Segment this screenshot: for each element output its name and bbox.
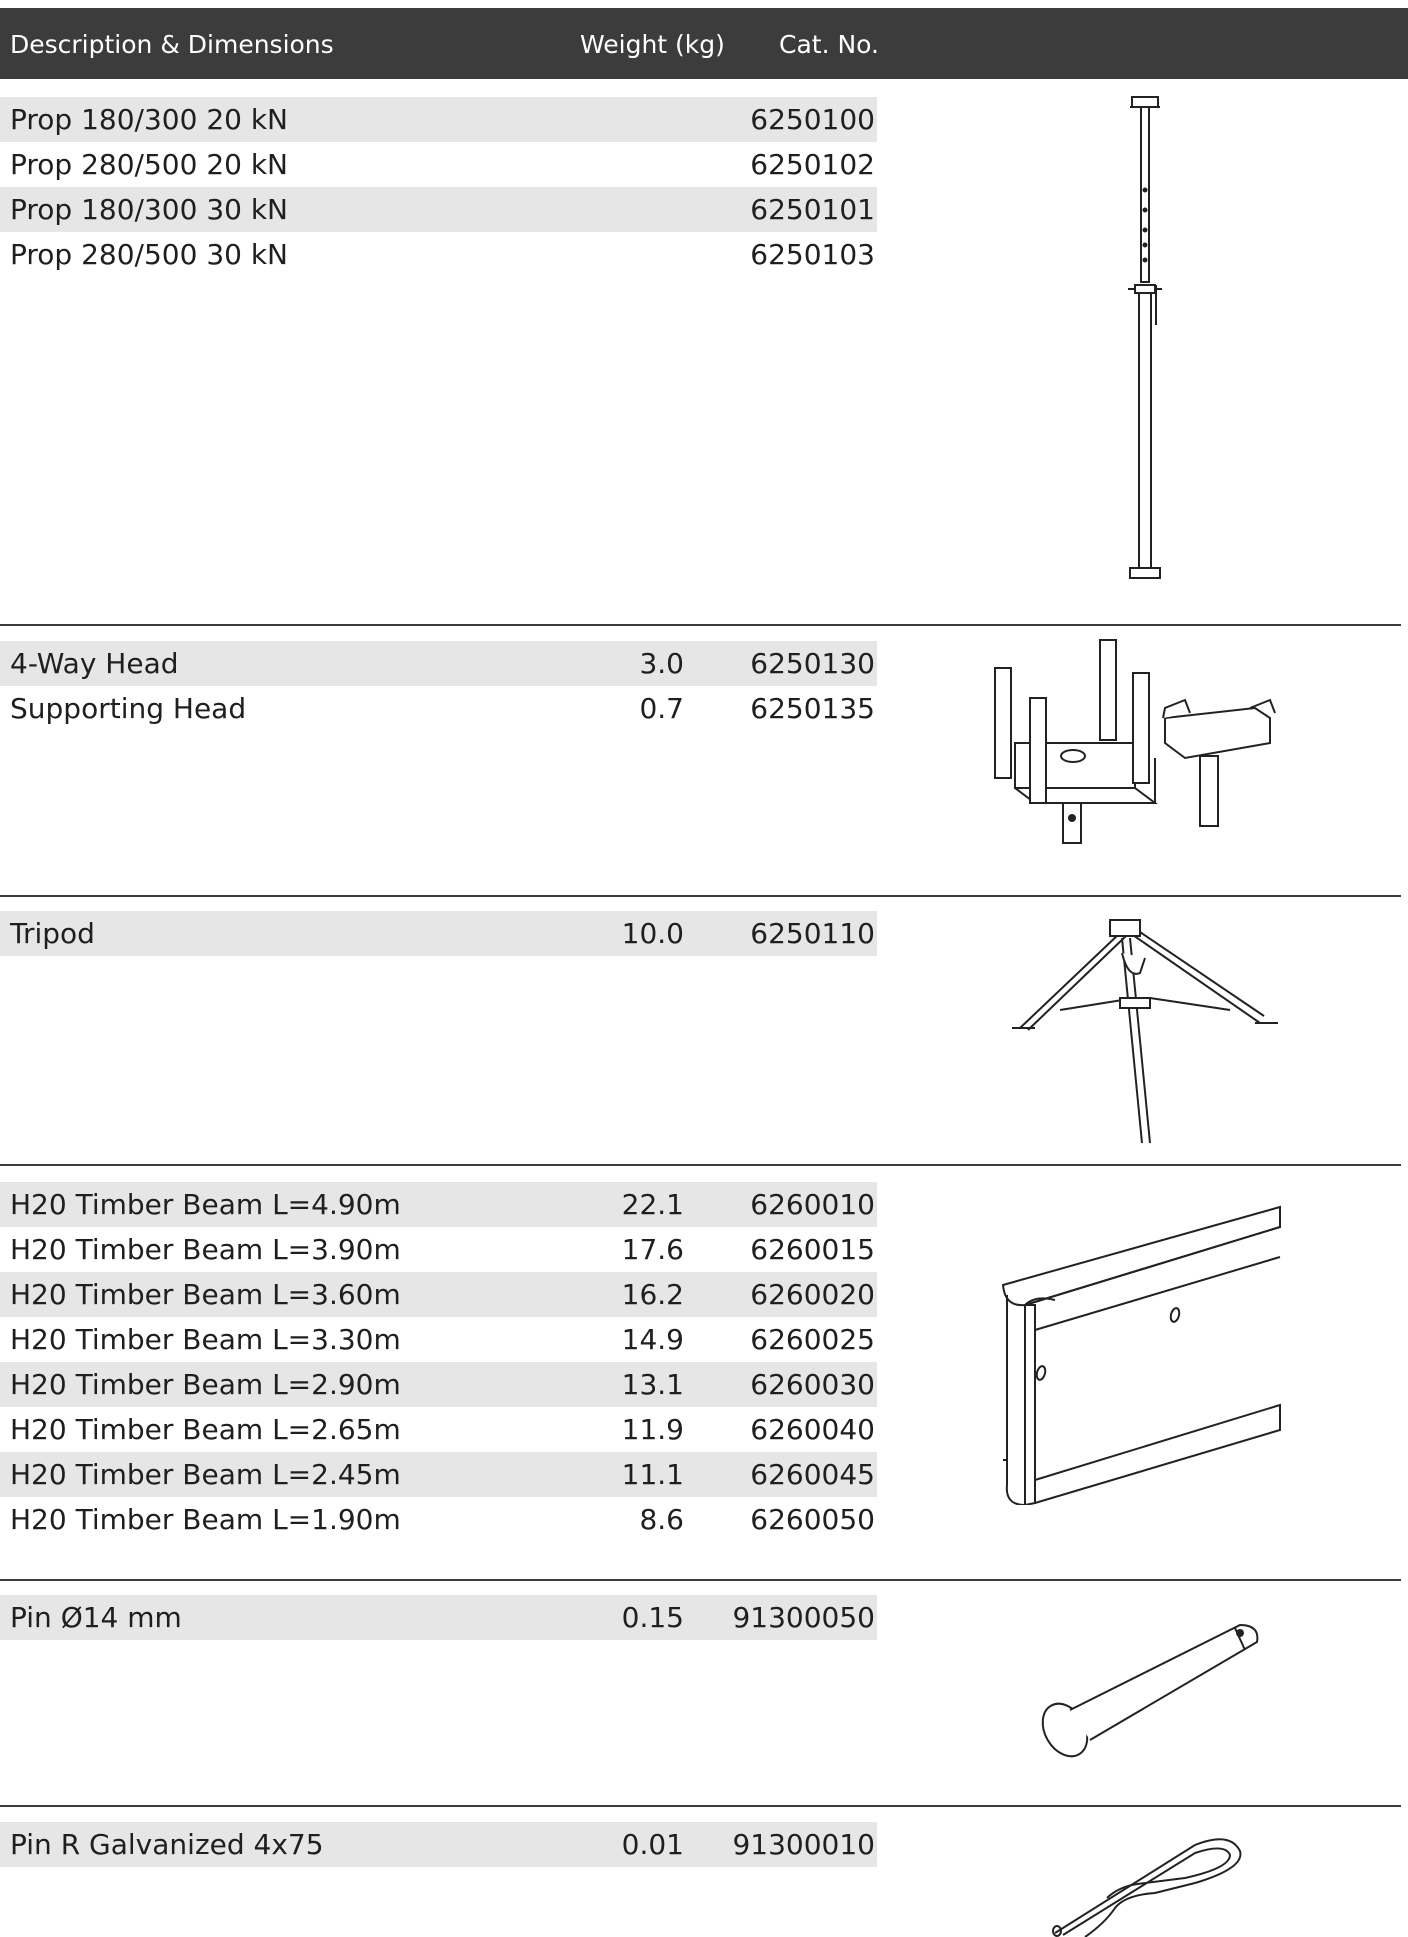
row-cat-no: 6260050 <box>750 1503 875 1536</box>
row-weight: 22.1 <box>621 1188 684 1221</box>
group-separator <box>0 1164 1401 1166</box>
timber-beam-illustration <box>995 1205 1285 1505</box>
row-weight: 0.15 <box>621 1601 684 1634</box>
row-description: Tripod <box>10 917 95 950</box>
table-row: H20 Timber Beam L=1.90m 8.6 6260050 <box>0 1497 877 1542</box>
row-weight: 11.9 <box>621 1413 684 1446</box>
row-weight: 0.01 <box>621 1828 684 1861</box>
row-cat-no: 91300050 <box>732 1601 875 1634</box>
row-description: H20 Timber Beam L=4.90m <box>10 1188 401 1221</box>
row-description: H20 Timber Beam L=3.60m <box>10 1278 401 1311</box>
heads-illustration <box>985 638 1285 848</box>
row-cat-no: 6250101 <box>750 193 875 226</box>
row-description: Prop 280/500 20 kN <box>10 148 289 181</box>
row-description: Prop 180/300 20 kN <box>10 103 289 136</box>
row-weight: 14.9 <box>621 1323 684 1356</box>
table-row: 4-Way Head 3.0 6250130 <box>0 641 877 686</box>
row-weight: 16.2 <box>621 1278 684 1311</box>
row-weight: 13.1 <box>621 1368 684 1401</box>
row-description: H20 Timber Beam L=3.30m <box>10 1323 401 1356</box>
row-cat-no: 6260045 <box>750 1458 875 1491</box>
row-cat-no: 6250130 <box>750 647 875 680</box>
table-row: H20 Timber Beam L=2.65m 11.9 6260040 <box>0 1407 877 1452</box>
table-row: H20 Timber Beam L=3.30m 14.9 6260025 <box>0 1317 877 1362</box>
table-row: Supporting Head 0.7 6250135 <box>0 686 877 731</box>
row-weight: 17.6 <box>621 1233 684 1266</box>
row-weight: 8.6 <box>639 1503 684 1536</box>
table-row: H20 Timber Beam L=2.45m 11.1 6260045 <box>0 1452 877 1497</box>
row-weight: 10.0 <box>621 917 684 950</box>
row-cat-no: 6260015 <box>750 1233 875 1266</box>
row-description: H20 Timber Beam L=2.90m <box>10 1368 401 1401</box>
group-separator <box>0 1579 1401 1581</box>
header-cat-no: Cat. No. <box>779 30 879 59</box>
row-weight: 11.1 <box>621 1458 684 1491</box>
r-pin-illustration <box>1045 1823 1245 1937</box>
row-cat-no: 6260020 <box>750 1278 875 1311</box>
row-description: H20 Timber Beam L=3.90m <box>10 1233 401 1266</box>
table-row: Prop 280/500 20 kN 6250102 <box>0 142 877 187</box>
row-description: 4-Way Head <box>10 647 179 680</box>
prop-illustration <box>1120 95 1170 595</box>
group-separator <box>0 624 1401 626</box>
row-cat-no: 6260040 <box>750 1413 875 1446</box>
tripod-illustration <box>1010 918 1280 1148</box>
table-row: H20 Timber Beam L=3.60m 16.2 6260020 <box>0 1272 877 1317</box>
header-description: Description & Dimensions <box>10 30 334 59</box>
row-description: Supporting Head <box>10 692 247 725</box>
row-cat-no: 6250102 <box>750 148 875 181</box>
table-row: H20 Timber Beam L=4.90m 22.1 6260010 <box>0 1182 877 1227</box>
row-weight: 3.0 <box>639 647 684 680</box>
table-row: Pin R Galvanized 4x75 0.01 91300010 <box>0 1822 877 1867</box>
row-cat-no: 6250135 <box>750 692 875 725</box>
header-weight: Weight (kg) <box>580 30 725 59</box>
row-description: Prop 180/300 30 kN <box>10 193 289 226</box>
row-cat-no: 6260025 <box>750 1323 875 1356</box>
row-cat-no: 6250103 <box>750 238 875 271</box>
table-row: H20 Timber Beam L=3.90m 17.6 6260015 <box>0 1227 877 1272</box>
table-row: Prop 280/500 30 kN 6250103 <box>0 232 877 277</box>
row-cat-no: 91300010 <box>732 1828 875 1861</box>
pin-illustration <box>1035 1610 1265 1760</box>
table-row: Tripod 10.0 6250110 <box>0 911 877 956</box>
row-description: Pin Ø14 mm <box>10 1601 182 1634</box>
table-header: Description & Dimensions Weight (kg) Cat… <box>0 8 1408 79</box>
row-description: H20 Timber Beam L=2.65m <box>10 1413 401 1446</box>
row-description: H20 Timber Beam L=1.90m <box>10 1503 401 1536</box>
row-weight: 0.7 <box>639 692 684 725</box>
group-separator <box>0 1805 1401 1807</box>
row-description: Pin R Galvanized 4x75 <box>10 1828 324 1861</box>
row-cat-no: 6260030 <box>750 1368 875 1401</box>
row-cat-no: 6250110 <box>750 917 875 950</box>
table-row: H20 Timber Beam L=2.90m 13.1 6260030 <box>0 1362 877 1407</box>
table-row: Prop 180/300 20 kN 6250100 <box>0 97 877 142</box>
row-description: Prop 280/500 30 kN <box>10 238 289 271</box>
group-separator <box>0 895 1401 897</box>
row-cat-no: 6250100 <box>750 103 875 136</box>
row-description: H20 Timber Beam L=2.45m <box>10 1458 401 1491</box>
table-row: Prop 180/300 30 kN 6250101 <box>0 187 877 232</box>
table-row: Pin Ø14 mm 0.15 91300050 <box>0 1595 877 1640</box>
row-cat-no: 6260010 <box>750 1188 875 1221</box>
